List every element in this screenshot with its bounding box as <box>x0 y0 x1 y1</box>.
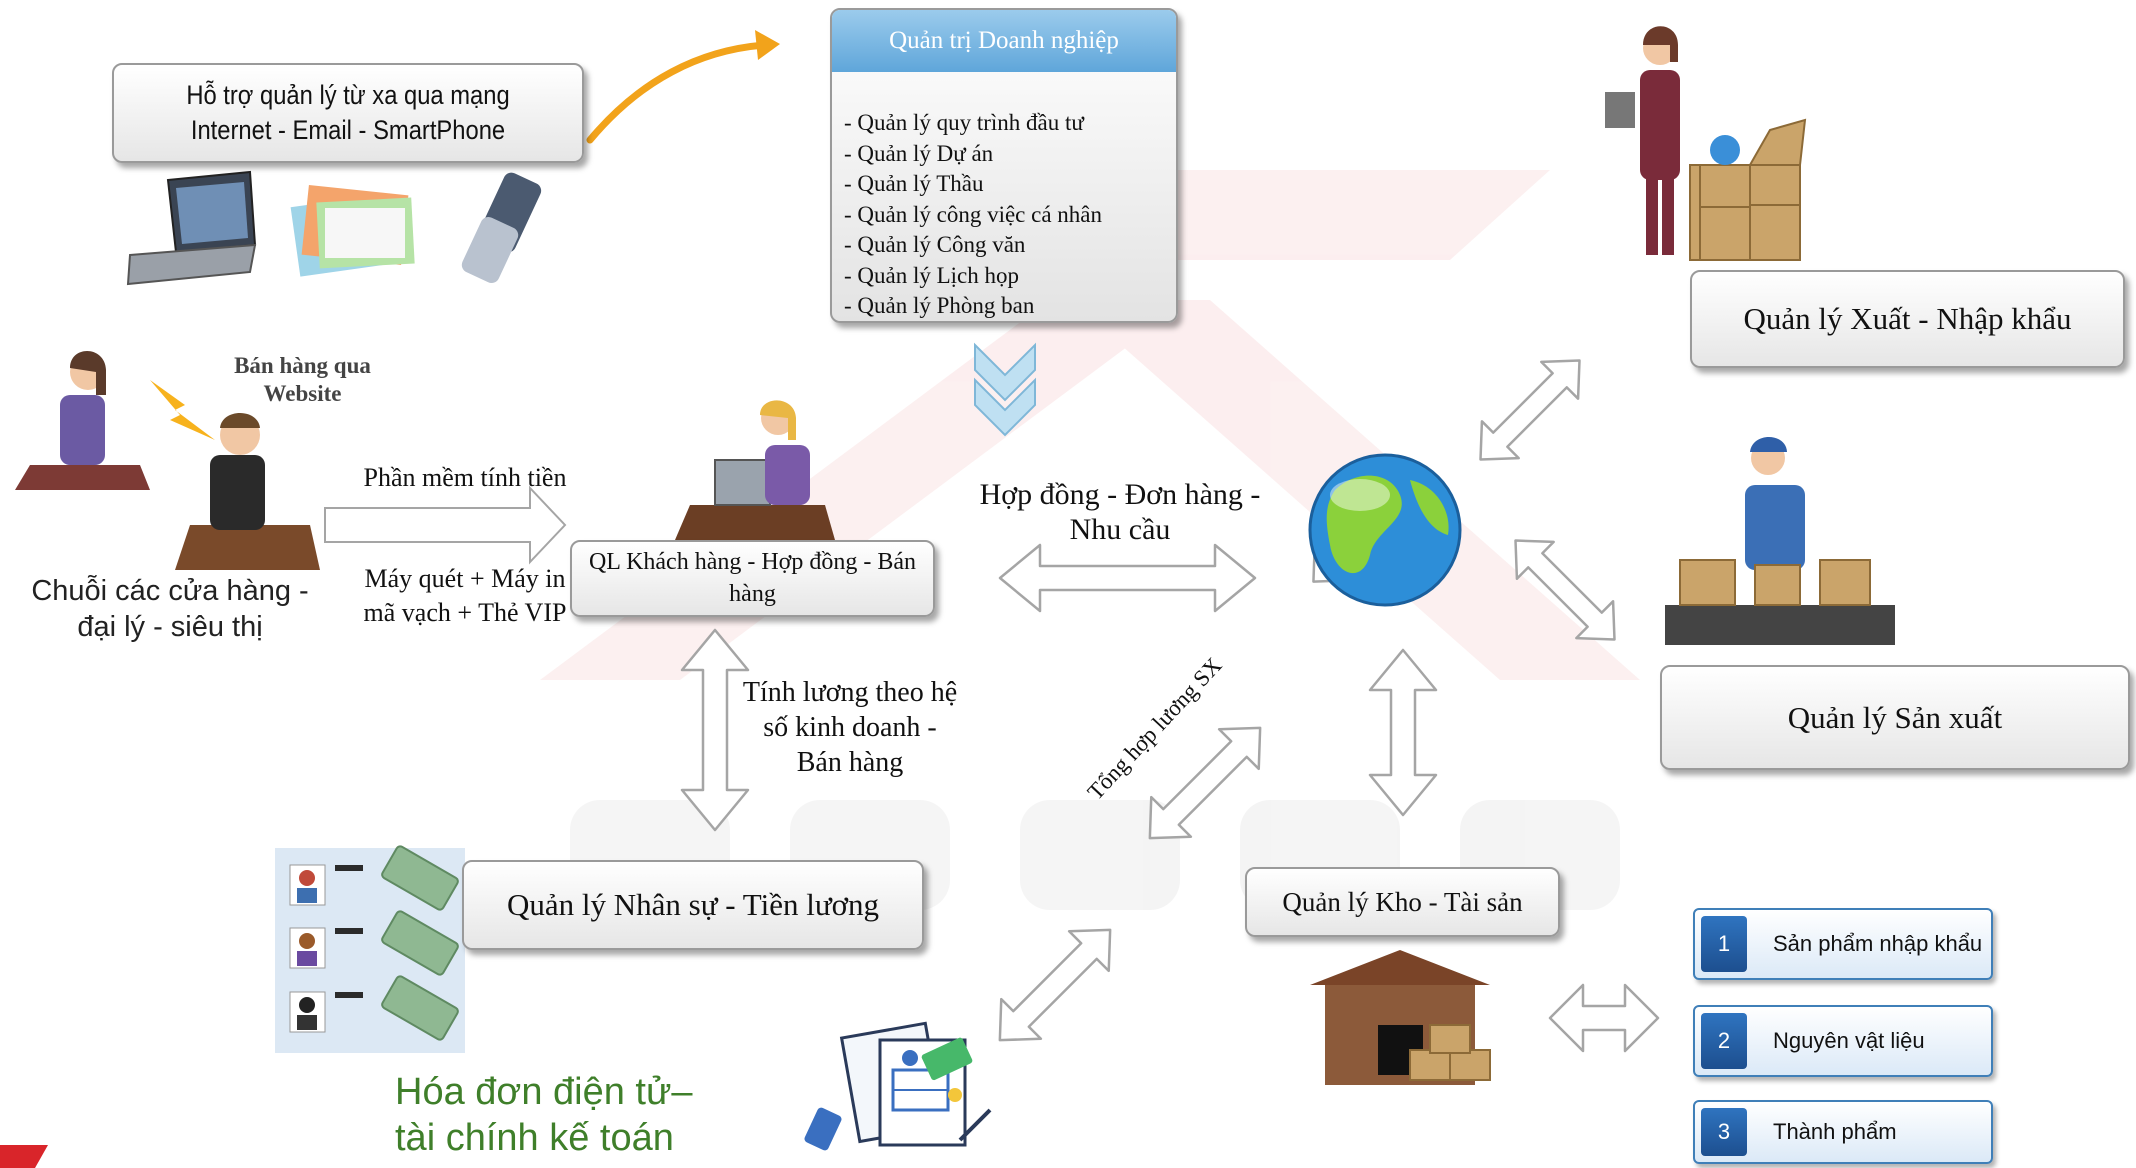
globe-production-arrow <box>1514 539 1616 641</box>
orange-curved-arrow <box>586 30 780 144</box>
warehouse-stock-arrow <box>1548 983 1660 1053</box>
warehouse-hr-arrow <box>1148 726 1262 840</box>
stock-item-label: Sản phẩm nhập khẩu <box>1773 931 1983 956</box>
scanner-label: Máy quét + Máy in mã vạch + Thẻ VIP <box>363 564 567 627</box>
enterprise-item: - Quản lý Lịch họp <box>844 262 1020 288</box>
globe-import-arrow-2 <box>1479 359 1581 461</box>
invoice-illustration-icon <box>804 1021 992 1151</box>
enterprise-item: - Quản lý Dự án <box>844 140 994 166</box>
employee-salary-panel <box>275 845 465 1053</box>
smartphone-icon <box>461 172 542 284</box>
enterprise-item: - Quản lý công việc cá nhân <box>844 201 1103 227</box>
stock-item-number: 2 <box>1701 1013 1747 1069</box>
enterprise-title: Quản trị Doanh nghiệp <box>832 10 1176 72</box>
corner-logo <box>0 1145 48 1168</box>
enterprise-item: - Quản lý Công văn <box>844 232 1026 257</box>
email-cards-icon <box>290 184 415 277</box>
import-export-text: Quản lý Xuất - Nhập khẩu <box>1743 301 2072 336</box>
crm-globe-arrow <box>998 543 1257 613</box>
remote-support-box: Hỗ trợ quản lý từ xa qua mạng Internet -… <box>112 63 584 163</box>
website-sales-label: Bán hàng qua Website <box>234 353 371 407</box>
hr-text: Quản lý Nhân sự - Tiền lương <box>506 887 880 922</box>
crm-text: QL Khách hàng - Hợp đồng - Bán hàng <box>588 549 917 607</box>
globe-icon <box>1308 453 1462 607</box>
laptop-icon <box>126 170 257 286</box>
warehouse-text: Quản lý Kho - Tài sản <box>1282 886 1523 917</box>
stock-item-number: 1 <box>1701 916 1747 972</box>
double-chevron-down-icon <box>974 342 1036 437</box>
remote-support-text: Hỗ trợ quản lý từ xa qua mạng Internet -… <box>186 79 510 145</box>
contracts-label: Hợp đồng - Đơn hàng - Nhu cầu <box>979 478 1261 546</box>
globe-warehouse-arrow <box>1368 648 1438 817</box>
enterprise-list: - Quản lý quy trình đầu tư - Quản lý Dự … <box>832 72 1176 321</box>
stock-item-finished-goods: 3 Thành phẩm <box>1693 1100 1993 1164</box>
stock-item-number: 3 <box>1701 1108 1747 1156</box>
export-manager-icon <box>1605 26 1807 261</box>
crm-hr-arrow <box>680 628 750 832</box>
enterprise-item: - Quản lý quy trình đầu tư <box>844 110 1084 135</box>
crm-box: QL Khách hàng - Hợp đồng - Bán hàng <box>570 540 935 617</box>
telephone-operator-icon <box>15 350 150 490</box>
lightning-icon <box>150 380 215 440</box>
stock-item-label: Nguyên vật liệu <box>1773 1028 1925 1053</box>
salary-calc-label: Tính lương theo hệ số kinh doanh - Bán h… <box>742 677 958 778</box>
production-worker-icon <box>1665 437 1895 645</box>
phone-salesman-icon <box>175 413 320 570</box>
hr-box: Quản lý Nhân sự - Tiền lương <box>462 860 924 950</box>
import-export-box: Quản lý Xuất - Nhập khẩu <box>1690 270 2125 368</box>
stock-item-raw-materials: 2 Nguyên vật liệu <box>1693 1005 1993 1077</box>
stock-item-imported-products: 1 Sản phẩm nhập khẩu <box>1693 908 1993 980</box>
warehouse-box: Quản lý Kho - Tài sản <box>1245 867 1560 937</box>
chain-stores-label: Chuỗi các cửa hàng - đại lý - siêu thị <box>31 575 309 644</box>
warehouse-icon <box>1310 950 1491 1085</box>
enterprise-item: - Quản lý Thầu <box>844 171 984 196</box>
invoice-label: Hóa đơn điện tử– tài chính kế toán <box>395 1071 693 1159</box>
production-box: Quản lý Sản xuất <box>1660 665 2130 770</box>
enterprise-box: Quản trị Doanh nghiệp - Quản lý quy trìn… <box>830 8 1178 323</box>
production-text: Quản lý Sản xuất <box>1787 699 2003 735</box>
customer-service-icon <box>675 400 835 540</box>
stock-item-label: Thành phẩm <box>1773 1119 1897 1144</box>
pos-software-label: Phần mềm tính tiền <box>363 463 567 492</box>
enterprise-item: - Quản lý Phòng ban <box>844 293 1035 318</box>
invoice-warehouse-arrow <box>998 928 1112 1042</box>
right-block-arrow <box>324 485 567 565</box>
